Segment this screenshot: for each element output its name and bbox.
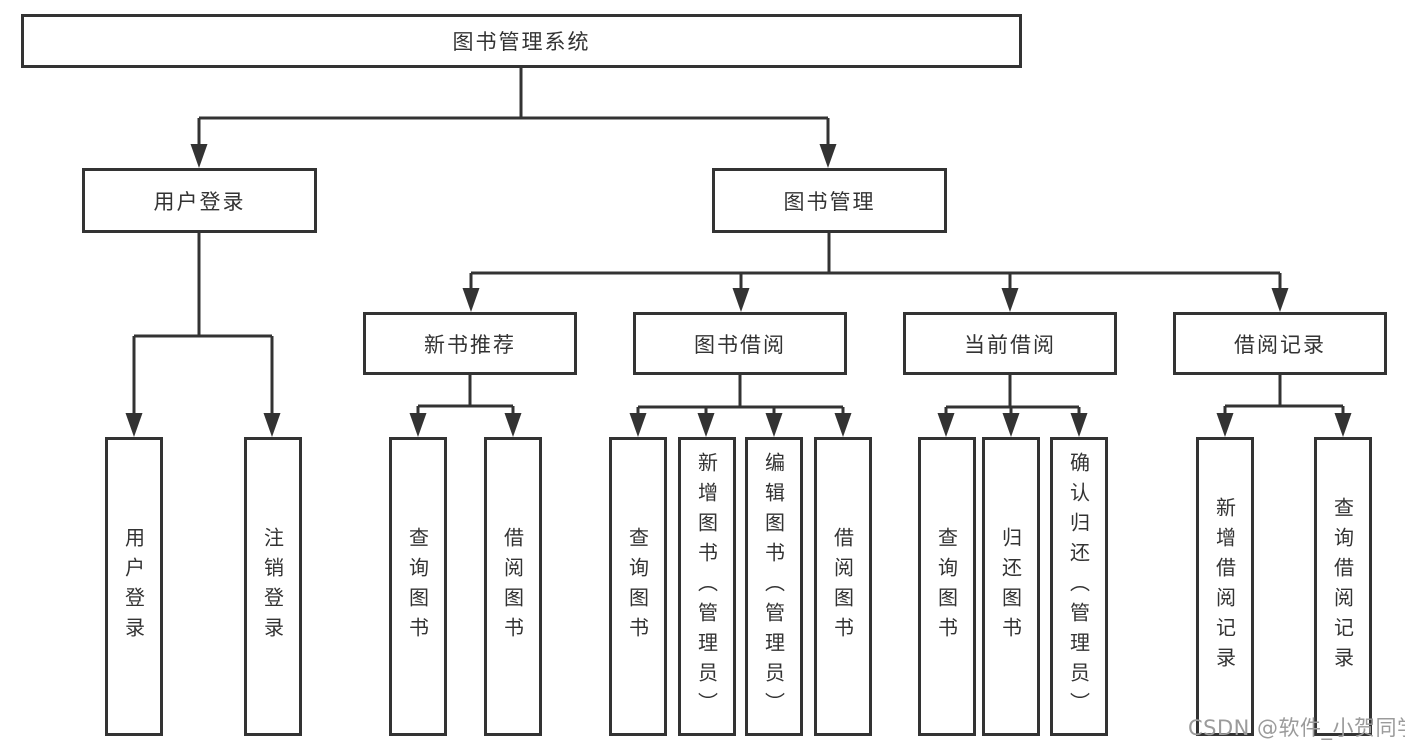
node-label: 查询图书 (934, 526, 959, 647)
leaf-borrow-books: 借阅图书 (484, 437, 542, 736)
node-label: 借阅图书 (830, 526, 855, 647)
node-label: 图书管理系统 (452, 30, 591, 54)
node-label: 编辑图书（管理员） (761, 451, 786, 722)
leaf-query-books: 查询图书 (609, 437, 667, 736)
node-root-library-system: 图书管理系统 (21, 14, 1022, 68)
leaf-logout: 注销登录 (244, 437, 302, 736)
node-label: 图书管理 (783, 189, 876, 214)
node-label: 新增借阅记录 (1212, 496, 1237, 677)
arrow-icon (732, 288, 750, 312)
node-book-borrow: 图书借阅 (633, 312, 847, 375)
arrow-icon (819, 144, 837, 168)
arrow-icon (125, 413, 143, 437)
arrow-icon (190, 144, 208, 168)
node-borrow-records: 借阅记录 (1173, 312, 1387, 375)
arrow-icon (1216, 413, 1234, 437)
arrow-icon (629, 413, 647, 437)
arrow-icon (263, 413, 281, 437)
leaf-query-books: 查询图书 (918, 437, 976, 736)
arrow-heads (125, 144, 1352, 437)
csdn-watermark: CSDN @软件_小贺同学 (1188, 716, 1405, 740)
connector-user-login-to-leaves (132, 233, 274, 415)
arrow-icon (504, 413, 522, 437)
arrow-icon (834, 413, 852, 437)
arrow-icon (765, 413, 783, 437)
node-label: 确认归还（管理员） (1066, 451, 1091, 722)
node-label: 注销登录 (260, 526, 285, 647)
leaf-return-books: 归还图书 (982, 437, 1040, 736)
leaf-confirm-return-admin: 确认归还（管理员） (1050, 437, 1108, 736)
connector-book-borrow-to-leaves (636, 375, 845, 415)
node-label: 归还图书 (998, 526, 1023, 647)
node-label: 查询借阅记录 (1330, 496, 1355, 677)
node-label: 查询图书 (625, 526, 650, 647)
arrow-icon (1334, 413, 1352, 437)
arrow-icon (409, 413, 427, 437)
node-new-book-recommend: 新书推荐 (363, 312, 577, 375)
arrow-icon (1271, 288, 1289, 312)
arrow-icon (697, 413, 715, 437)
leaf-query-books: 查询图书 (389, 437, 447, 736)
node-label: 借阅记录 (1234, 332, 1326, 357)
leaf-add-books-admin: 新增图书（管理员） (678, 437, 736, 736)
node-label: 用户登录 (153, 189, 246, 214)
connector-current-borrow-to-leaves (944, 375, 1081, 415)
node-label: 图书借阅 (694, 332, 786, 357)
arrow-icon (462, 288, 480, 312)
node-label: 新增图书（管理员） (694, 451, 719, 722)
node-user-login: 用户登录 (82, 168, 317, 233)
connector-borrow-records-to-leaves (1223, 375, 1345, 415)
arrow-icon (1070, 413, 1088, 437)
node-label: 当前借阅 (964, 332, 1056, 357)
leaf-user-login: 用户登录 (105, 437, 163, 736)
node-label: 新书推荐 (424, 332, 516, 357)
node-current-borrow: 当前借阅 (903, 312, 1117, 375)
leaf-edit-books-admin: 编辑图书（管理员） (745, 437, 803, 736)
arrow-icon (937, 413, 955, 437)
arrow-icon (1001, 288, 1019, 312)
connector-new-book-recommend-to-leaves (416, 375, 515, 415)
connector-book-management-to-level3 (469, 233, 1282, 290)
node-label: 用户登录 (121, 526, 146, 647)
node-book-management: 图书管理 (712, 168, 947, 233)
node-label: 借阅图书 (500, 526, 525, 647)
leaf-query-borrow-record: 查询借阅记录 (1314, 437, 1372, 736)
arrow-icon (1002, 413, 1020, 437)
leaf-add-borrow-record: 新增借阅记录 (1196, 437, 1254, 736)
leaf-borrow-books: 借阅图书 (814, 437, 872, 736)
node-label: 查询图书 (405, 526, 430, 647)
connector-root-to-level2 (197, 68, 830, 146)
